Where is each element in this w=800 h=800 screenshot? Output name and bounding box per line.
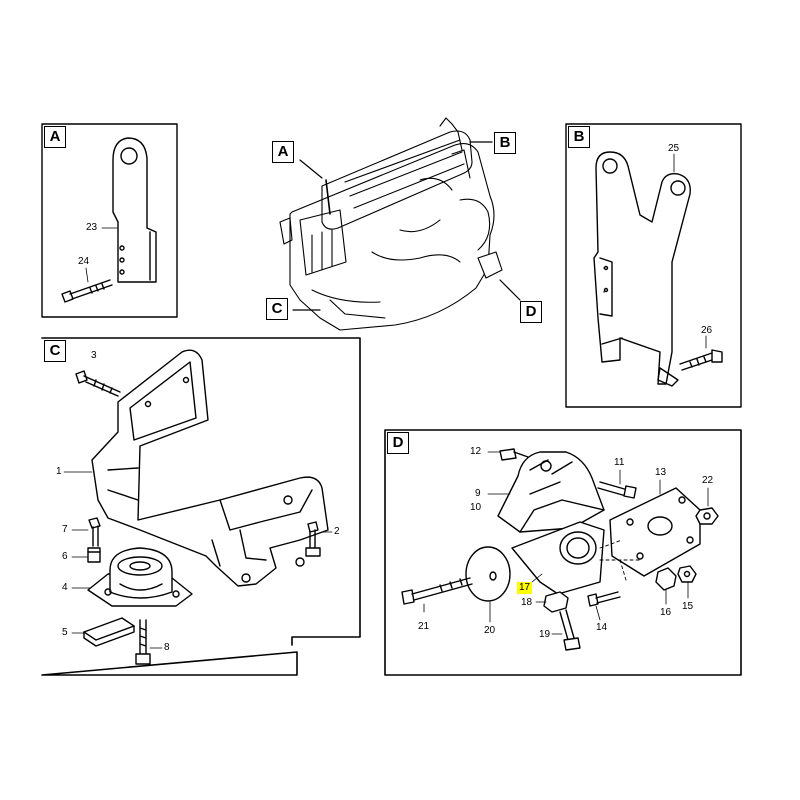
engine-overview <box>279 117 503 331</box>
panel-a-frame <box>41 123 178 318</box>
part-label-5: 5 <box>62 627 68 638</box>
part-14-bolt <box>587 591 621 607</box>
leader-overview-a <box>299 159 323 179</box>
part-label-20: 20 <box>484 625 496 636</box>
part-label-1: 1 <box>56 466 62 477</box>
panel-b-tag: B <box>568 126 590 148</box>
part-9-mount-housing <box>497 451 605 533</box>
part-25-bracket <box>593 151 691 387</box>
overview-callout-a: A <box>272 141 294 163</box>
part-21-bolt <box>401 577 473 605</box>
part-label-23: 23 <box>86 222 98 233</box>
part-20-washer <box>465 546 511 602</box>
leader-14 <box>595 605 601 621</box>
part-24-bolt <box>61 279 113 303</box>
part-label-4: 4 <box>62 582 68 593</box>
panel-d-tag: D <box>387 432 409 454</box>
part-label-22: 22 <box>702 475 714 486</box>
panel-c-frame <box>41 337 361 676</box>
part-label-13: 13 <box>655 467 667 478</box>
leader-17 <box>531 573 543 583</box>
part-19-bolt <box>559 609 581 651</box>
part-3-bolt <box>75 370 121 397</box>
panel-a-tag: A <box>44 126 66 148</box>
part-26-bolt <box>679 349 723 371</box>
part-12-pin <box>499 448 529 461</box>
part-1-mount-bracket <box>91 349 329 587</box>
part-16-sleeve <box>655 567 677 591</box>
part-23-bracket <box>112 137 157 283</box>
part-label-7: 7 <box>62 524 68 535</box>
part-15-nut <box>677 565 697 583</box>
part-11-bolt <box>597 481 637 499</box>
overview-callout-c: C <box>266 298 288 320</box>
part-18-sleeve <box>543 591 569 613</box>
dashed-guide-d <box>599 539 643 581</box>
part-label-24: 24 <box>78 256 90 267</box>
leader-overview-d <box>499 279 521 301</box>
part-label-3: 3 <box>91 350 97 361</box>
panel-d-frame <box>384 429 742 676</box>
part-5-plate <box>83 617 135 647</box>
part-6-spacer <box>87 547 101 563</box>
part-13-plate <box>609 487 701 577</box>
panel-b-frame <box>565 123 742 408</box>
part-label-25: 25 <box>668 143 680 154</box>
part-label-9: 9 <box>475 488 481 499</box>
part-label-17-highlighted: 17 <box>517 582 533 594</box>
part-22-nut <box>695 507 719 525</box>
part-label-8: 8 <box>164 642 170 653</box>
overview-callout-d: D <box>520 301 542 323</box>
part-label-10: 10 <box>470 502 482 513</box>
part-7-bolt <box>88 517 101 547</box>
panel-c-tag: C <box>44 340 66 362</box>
part-label-15: 15 <box>682 601 694 612</box>
part-8-bolt <box>135 619 151 665</box>
part-label-14: 14 <box>596 622 608 633</box>
part-label-11: 11 <box>614 457 625 468</box>
part-17-rubber-bushing <box>511 521 605 595</box>
part-label-26: 26 <box>701 325 713 336</box>
part-label-6: 6 <box>62 551 68 562</box>
part-label-12: 12 <box>470 446 482 457</box>
overview-callout-b: B <box>494 132 516 154</box>
leader-24 <box>85 267 89 283</box>
part-2-bolt <box>305 521 321 557</box>
part-4-rubber-mount <box>87 547 193 607</box>
part-label-16: 16 <box>660 607 672 618</box>
part-label-18: 18 <box>521 597 533 608</box>
part-label-2: 2 <box>334 526 340 537</box>
part-label-21: 21 <box>418 621 430 632</box>
part-label-19: 19 <box>539 629 551 640</box>
